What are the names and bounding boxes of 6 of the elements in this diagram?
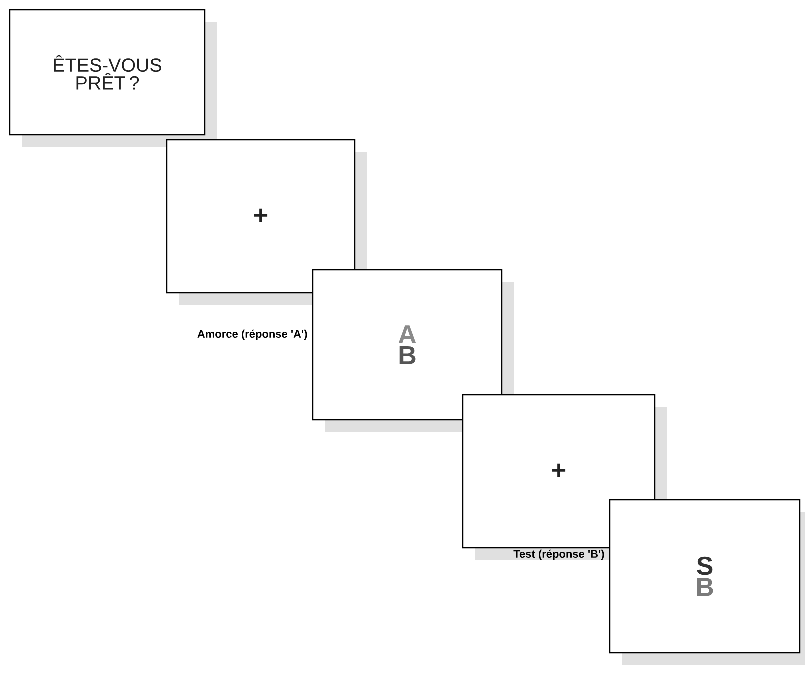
- screen-box: A B: [312, 269, 514, 432]
- caption-label: Amorce (réponse 'A'): [198, 330, 308, 340]
- screen-box: ÊTES-VOUS PRÊT ?: [9, 9, 217, 147]
- caption-label: Test (réponse 'B'): [514, 550, 604, 560]
- screen-box: S B: [609, 499, 805, 665]
- screen-box: +: [166, 139, 367, 305]
